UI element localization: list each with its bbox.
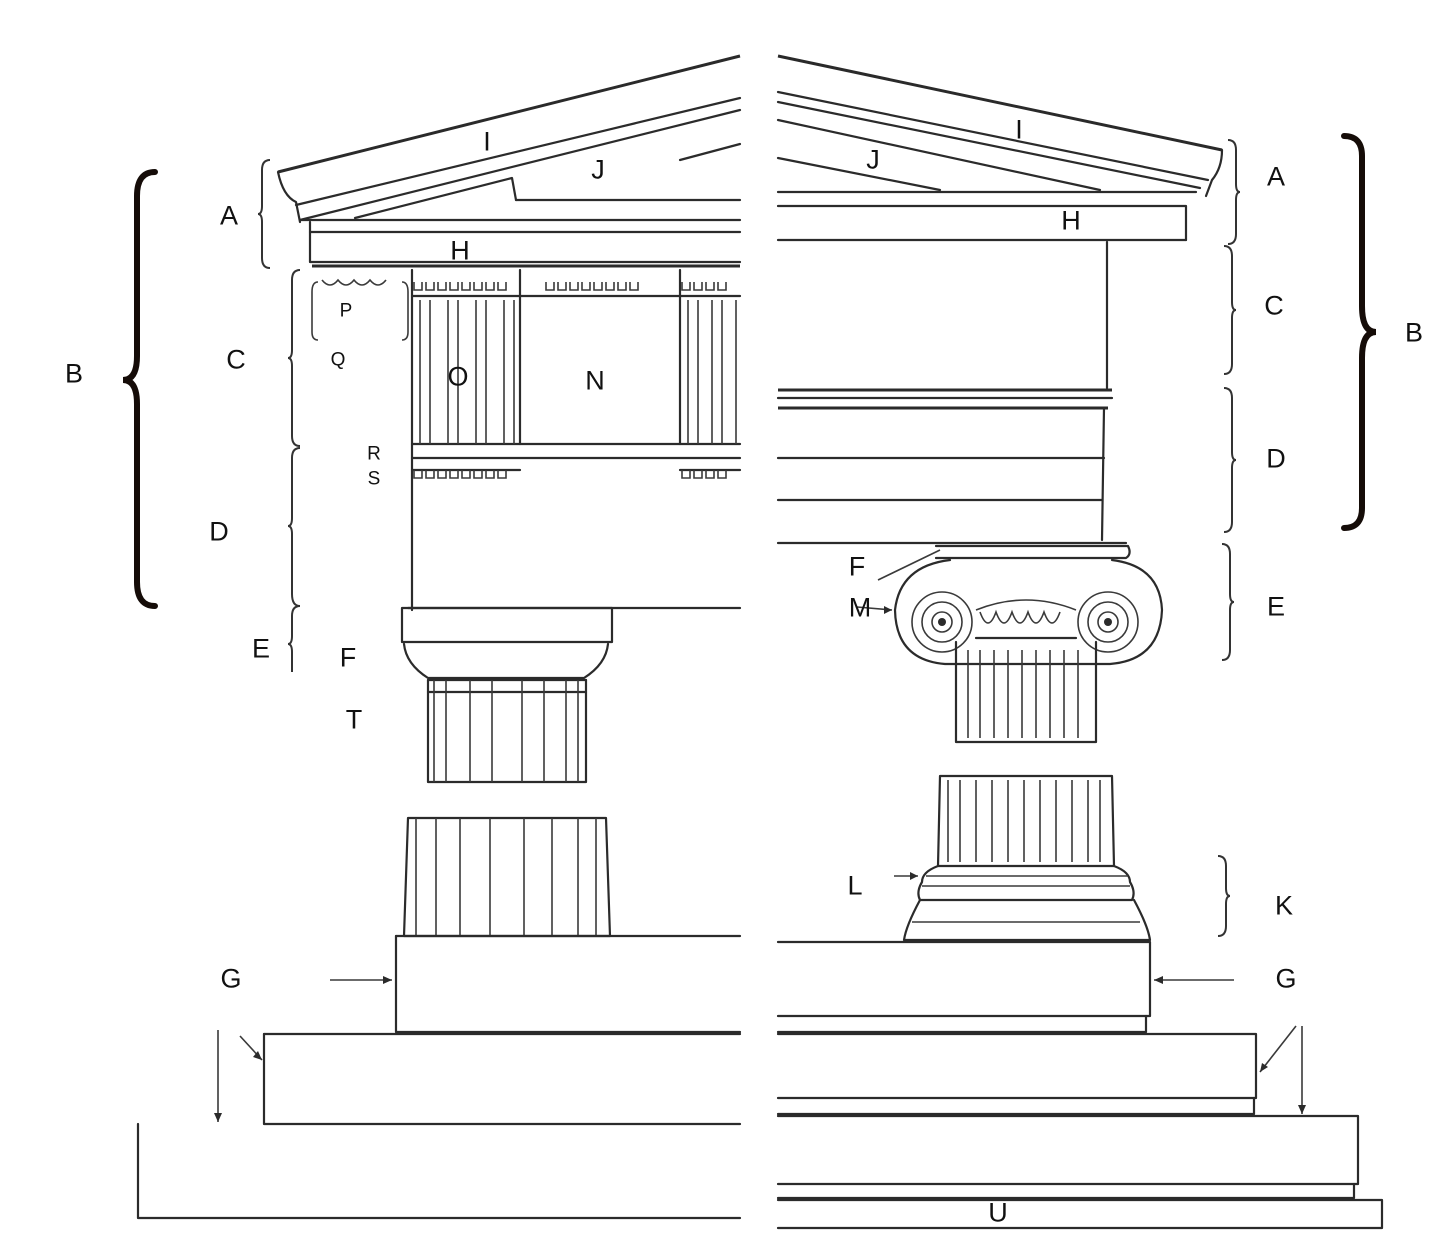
label-right-c: C <box>1264 290 1284 321</box>
label-left-q: Q <box>330 349 346 371</box>
label-left-j: J <box>591 154 605 185</box>
label-left-r: R <box>367 443 381 465</box>
doric-shaft <box>402 816 612 938</box>
label-left-d: D <box>209 516 229 547</box>
ionic-order <box>776 54 1384 1230</box>
label-right-g: G <box>1275 963 1297 994</box>
label-left-t: T <box>345 704 363 735</box>
label-right-k: K <box>1274 890 1294 921</box>
label-left-o: O <box>447 361 469 392</box>
doric-frieze <box>311 268 742 612</box>
label-right-u: U <box>988 1197 1008 1228</box>
ionic-steps <box>776 940 1384 1230</box>
label-left-b: B <box>64 358 84 389</box>
label-left-i: I <box>483 126 491 157</box>
label-left-e: E <box>251 633 271 664</box>
label-right-d: D <box>1266 443 1286 474</box>
doric-braces <box>122 159 301 672</box>
label-left-s: S <box>367 468 381 490</box>
label-right-a: A <box>1266 161 1286 192</box>
doric-capital <box>400 606 614 784</box>
ionic-braces <box>1217 133 1377 937</box>
label-right-l: L <box>847 870 863 901</box>
label-left-g: G <box>220 963 242 994</box>
label-left-n: N <box>585 365 605 396</box>
label-right-i: I <box>1015 114 1023 145</box>
label-right-b: B <box>1404 317 1424 348</box>
label-left-f: F <box>339 642 357 673</box>
doric-base-steps <box>136 934 742 1220</box>
label-right-j: J <box>866 144 880 175</box>
doric-pediment <box>276 54 742 268</box>
label-left-c: C <box>226 344 246 375</box>
label-left-a: A <box>219 200 239 231</box>
label-right-h: H <box>1061 205 1081 236</box>
label-right-m: M <box>848 592 872 623</box>
ionic-capital <box>856 544 1164 744</box>
label-right-f: F <box>848 551 866 582</box>
ionic-pediment <box>776 54 1224 242</box>
ionic-entablature <box>776 240 1128 545</box>
label-left-p: P <box>339 300 353 322</box>
doric-order <box>122 54 742 1220</box>
ionic-base <box>894 774 1152 942</box>
label-right-e: E <box>1266 591 1286 622</box>
label-left-h: H <box>450 235 470 266</box>
